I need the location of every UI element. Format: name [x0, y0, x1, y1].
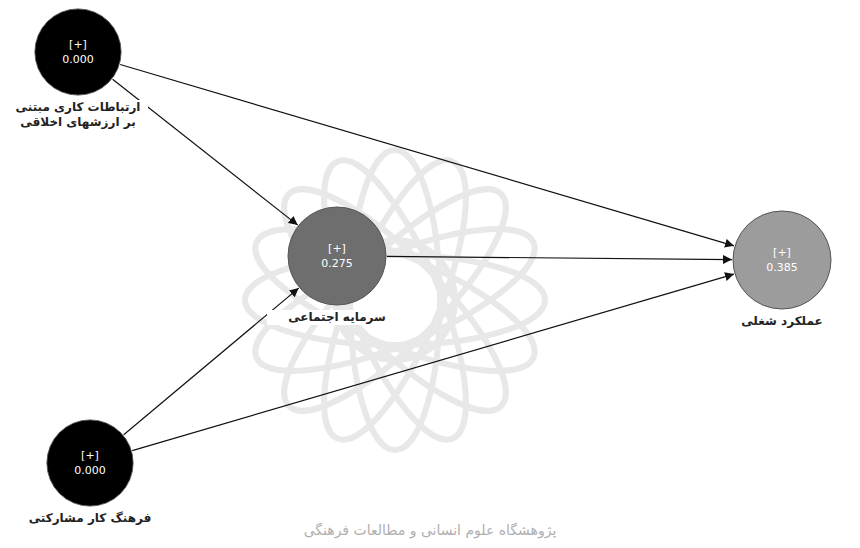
r-squared-value: 0.000 — [74, 463, 106, 478]
r-squared-value: 0.385 — [766, 260, 798, 275]
construct-label: ارتباطات کاری مبتنی بر ارزشهای اخلاقی — [8, 100, 148, 130]
construct-node: [+]0.385 عملکرد شغلی — [692, 210, 860, 329]
path-arrow — [120, 65, 734, 246]
circle-outline — [34, 8, 122, 96]
expand-marker: [+] — [328, 241, 346, 256]
watermark-box: پژوهشگاه علوم انسانی و مطالعات فرهنگی — [250, 522, 610, 538]
r-squared-value: 0.275 — [321, 256, 353, 271]
circle-outline — [46, 419, 134, 507]
construct-node: [+]0.275 سرمایه اجتماعی — [247, 206, 427, 325]
circle-outline — [287, 206, 387, 306]
construct-node: [+]0.000 فرهنگ کار مشارکتی — [0, 419, 180, 526]
circle-outline — [732, 210, 832, 310]
watermark-text: پژوهشگاه علوم انسانی و مطالعات فرهنگی — [250, 522, 610, 538]
construct-circle: [+]0.385 — [732, 210, 832, 310]
construct-label: فرهنگ کار مشارکتی — [20, 511, 160, 526]
expand-marker: [+] — [81, 448, 99, 463]
expand-marker: [+] — [69, 37, 87, 52]
construct-label: عملکرد شغلی — [712, 314, 852, 329]
construct-circle: [+]0.000 — [34, 8, 122, 96]
path-arrow — [132, 274, 734, 451]
expand-marker: [+] — [773, 245, 791, 260]
construct-node: [+]0.000 ارتباطات کاری مبتنی بر ارزشهای ا… — [0, 8, 168, 130]
construct-circle: [+]0.275 — [287, 206, 387, 306]
construct-label: سرمایه اجتماعی — [267, 310, 407, 325]
construct-circle: [+]0.000 — [46, 419, 134, 507]
r-squared-value: 0.000 — [62, 52, 94, 67]
path-arrow — [387, 256, 732, 259]
